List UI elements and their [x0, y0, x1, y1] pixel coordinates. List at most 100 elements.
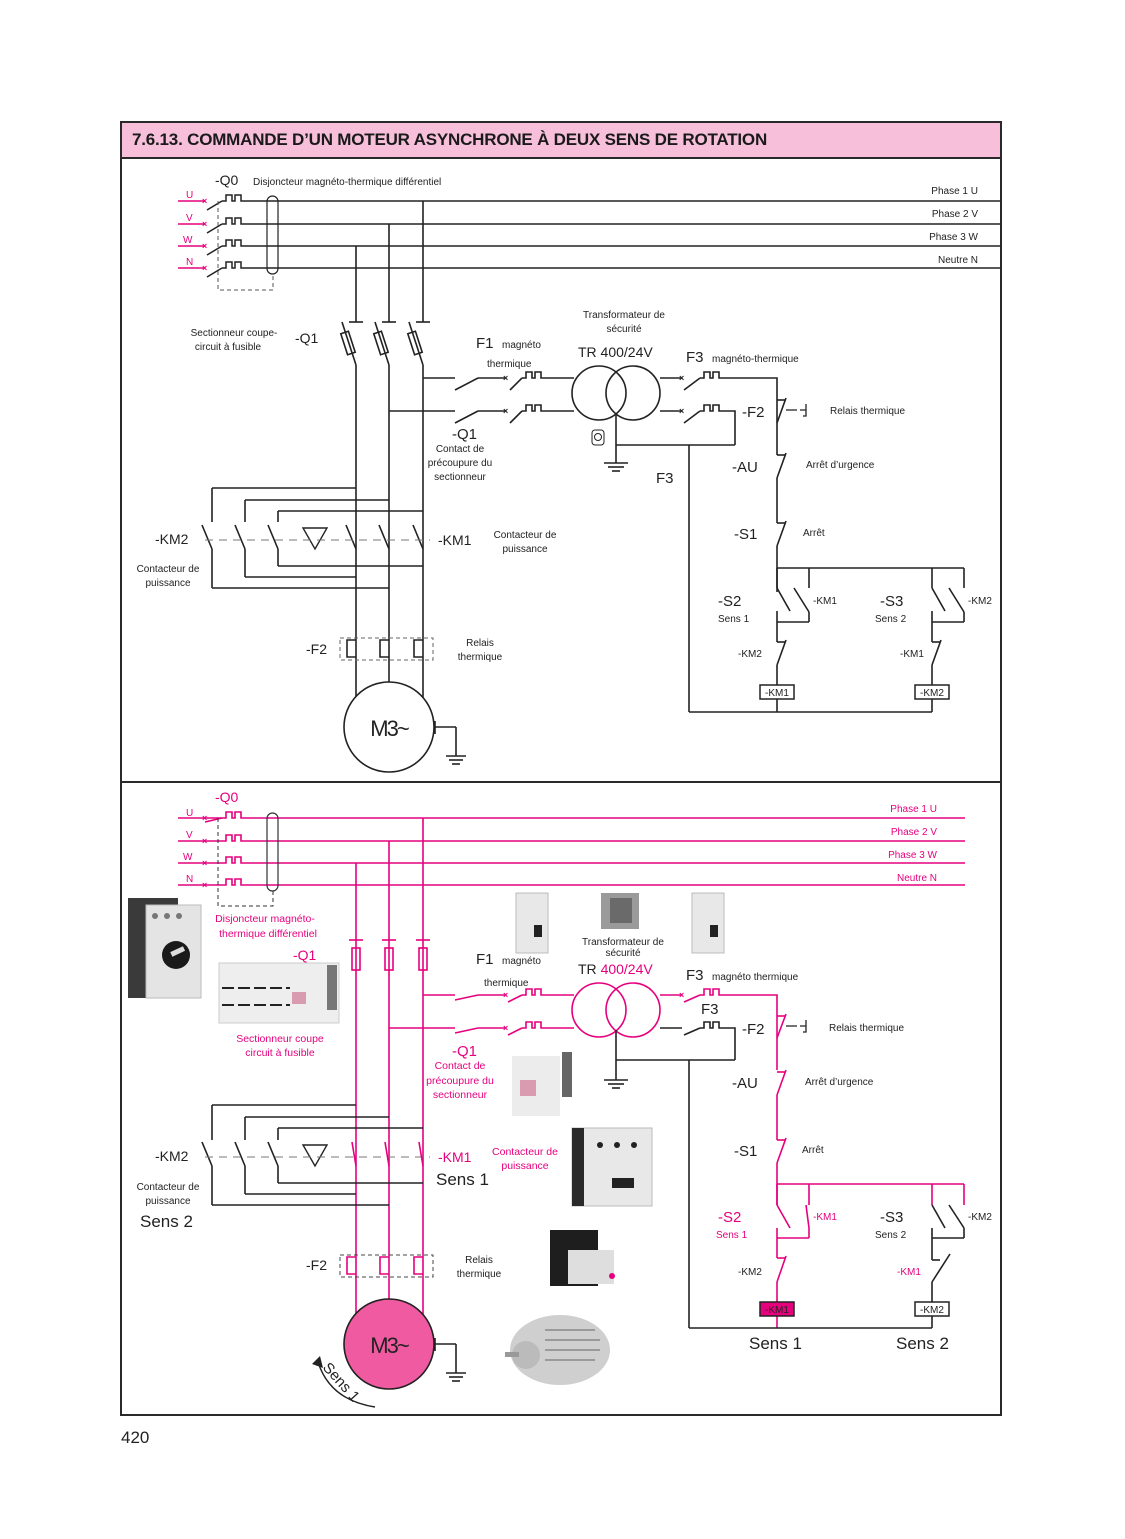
- b-f3-label: F3: [686, 967, 704, 984]
- f2-power-label: -F2: [306, 641, 327, 657]
- precut-contact-photo: [512, 1052, 572, 1116]
- transformer-symbol: [571, 365, 735, 472]
- motor-label: M3~: [370, 716, 409, 741]
- input-u-label: U: [186, 190, 193, 201]
- b-s2-description: Sens 1: [716, 1230, 748, 1241]
- q0-description: Disjoncteur magnéto-thermique différenti…: [253, 177, 441, 188]
- svg-text:×: ×: [202, 858, 207, 868]
- b-q1-contact-label: -Q1: [452, 1043, 477, 1060]
- b-f3-description: magnéto thermique: [712, 972, 799, 983]
- b-km1-aux-label: -KM1: [813, 1212, 837, 1223]
- b-transformer-desc-2: sécurité: [605, 948, 640, 959]
- q0-label: -Q0: [215, 172, 239, 188]
- top-inputs: [178, 200, 205, 269]
- b-km2-desc-2: puissance: [145, 1196, 190, 1207]
- b-coil-km2: [914, 1301, 950, 1317]
- top-contactors: [201, 487, 424, 589]
- f2-power-desc-2: thermique: [458, 652, 503, 663]
- f1-description-2: thermique: [487, 359, 532, 370]
- input-n-label: N: [186, 257, 193, 268]
- s3-label: -S3: [880, 593, 903, 610]
- b-s2-label: -S2: [718, 1209, 741, 1226]
- f2-power-desc-1: Relais: [466, 638, 494, 649]
- f3-description: magnéto-thermique: [712, 354, 799, 365]
- b-q1-desc-1: Sectionneur coupe: [236, 1033, 324, 1045]
- transformer-desc-1: Transformateur de: [583, 310, 665, 321]
- coil-km2-label: -KM2: [920, 688, 944, 699]
- svg-text:×: ×: [503, 373, 508, 383]
- svg-text:×: ×: [679, 990, 684, 1000]
- b-coil-sens2-label: Sens 2: [896, 1334, 949, 1353]
- b-f2-power-label: -F2: [306, 1257, 327, 1273]
- q1-contact-label: -Q1: [452, 426, 477, 443]
- busbar-phase1-label: Phase 1 U: [931, 186, 978, 197]
- transformer-desc-2: sécurité: [606, 324, 641, 335]
- b-coil-km2-label: -KM2: [920, 1305, 944, 1316]
- q1-label: -Q1: [295, 330, 319, 346]
- busbar-neutral-label: Neutre N: [938, 255, 978, 266]
- mcb-f1-photo: [515, 892, 549, 954]
- b-busbar-neutral-label: Neutre N: [897, 873, 937, 884]
- svg-text:×: ×: [202, 219, 207, 229]
- b-f2-power-desc-1: Relais: [465, 1255, 493, 1266]
- km1-desc-2: puissance: [502, 544, 547, 555]
- input-v-label: V: [186, 213, 193, 224]
- b-s3-label: -S3: [880, 1209, 903, 1226]
- s1-description: Arrêt: [803, 528, 825, 539]
- s1-label: -S1: [734, 526, 757, 543]
- km1-interlock-label: -KM1: [900, 649, 924, 660]
- b-f2-control-description: Relais thermique: [829, 1023, 904, 1034]
- f3-lower-label: F3: [656, 470, 674, 487]
- svg-text:×: ×: [503, 990, 508, 1000]
- busbar-phase3-label: Phase 3 W: [929, 232, 978, 243]
- b-km1-interlock-label: -KM1: [897, 1267, 921, 1278]
- b-transformer-desc-1: Transformateur de: [582, 937, 664, 948]
- busbar-phase2-label: Phase 2 V: [932, 209, 978, 220]
- coil-km1: [759, 684, 795, 700]
- q1-contact-desc-3: sectionneur: [434, 472, 486, 483]
- f1-breaker-symbol: [454, 371, 574, 424]
- svg-text:×: ×: [202, 263, 207, 273]
- b-input-w-label: W: [183, 852, 193, 863]
- b-q1-contact-desc-1: Contact de: [435, 1060, 486, 1072]
- title-bar: 7.6.13. COMMANDE D’UN MOTEUR ASYNCHRONE …: [122, 123, 1000, 159]
- svg-text:×: ×: [202, 241, 207, 251]
- b-input-v-label: V: [186, 830, 193, 841]
- input-w-label: W: [183, 235, 193, 246]
- svg-text:×: ×: [679, 406, 684, 416]
- b-f1-label: F1: [476, 951, 494, 968]
- b-s1-description: Arrêt: [802, 1145, 824, 1156]
- b-km1-label: -KM1: [438, 1149, 472, 1165]
- b-f1-description-2: thermique: [484, 978, 529, 989]
- b-q0-desc-1: Disjoncteur magnéto-: [215, 913, 315, 925]
- q1-contact-desc-2: précoupure du: [428, 458, 493, 469]
- motor-photo: [505, 1315, 610, 1385]
- km1-label: -KM1: [438, 532, 472, 548]
- coil-km1-label: -KM1: [765, 688, 789, 699]
- page-title: 7.6.13. COMMANDE D’UN MOTEUR ASYNCHRONE …: [132, 130, 768, 149]
- b-km1-desc-2: puissance: [501, 1160, 548, 1172]
- s3-description: Sens 2: [875, 614, 907, 625]
- b-input-n-label: N: [186, 874, 193, 885]
- motor-ground: [434, 721, 466, 765]
- b-busbar-phase1-label: Phase 1 U: [890, 804, 937, 815]
- f1-description: magnéto: [502, 340, 541, 351]
- q0-breaker-symbol: [206, 194, 1000, 278]
- b-au-label: -AU: [732, 1075, 758, 1092]
- b-q1-label: -Q1: [293, 947, 317, 963]
- b-f2-power-desc-2: thermique: [457, 1269, 502, 1280]
- rotation-arrow-icon: [312, 1356, 323, 1368]
- f1-label: F1: [476, 335, 494, 352]
- b-coil-km1: [759, 1301, 795, 1317]
- km2-desc-1: Contacteur de: [137, 564, 200, 575]
- svg-text:×: ×: [503, 406, 508, 416]
- f2-power-box: [339, 637, 434, 661]
- b-km2-desc-1: Contacteur de: [137, 1182, 200, 1193]
- b-f2-control-label: -F2: [742, 1021, 765, 1038]
- svg-text:×: ×: [202, 196, 207, 206]
- top-power-lines: [339, 201, 455, 700]
- b-f2-power-box: [339, 1254, 434, 1278]
- svg-text:×: ×: [202, 880, 207, 890]
